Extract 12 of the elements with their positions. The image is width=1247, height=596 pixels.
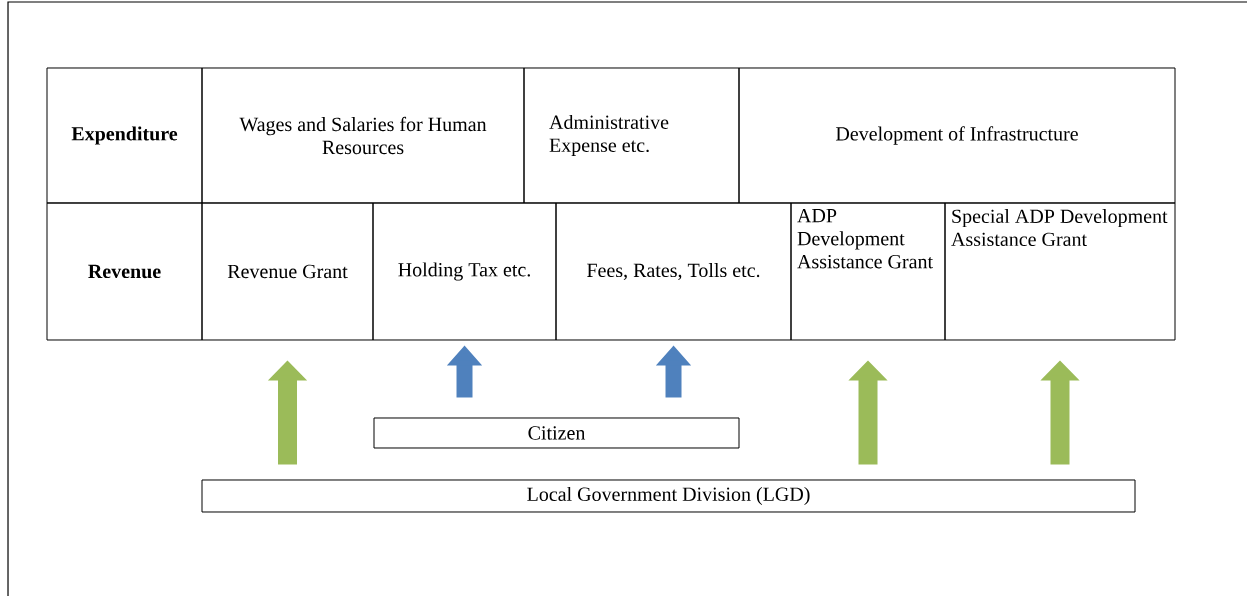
table-cell: ADP Development Assistance Grant bbox=[790, 202, 946, 341]
table-cell: Holding Tax etc. bbox=[372, 202, 557, 341]
table-cell: Administrative Expense etc. bbox=[523, 67, 740, 204]
division-box: Local Government Division (LGD) bbox=[201, 479, 1136, 513]
table-cell: Development of Infrastructure bbox=[738, 67, 1176, 204]
table-cell: Special ADP Development Assistance Grant bbox=[944, 202, 1176, 341]
table-cell: Revenue Grant bbox=[201, 202, 374, 341]
table-cell: Fees, Rates, Tolls etc. bbox=[555, 202, 792, 341]
row-header-cell: Revenue bbox=[46, 202, 203, 341]
citizen-box: Citizen bbox=[373, 417, 740, 449]
row-header-cell: Expenditure bbox=[46, 67, 203, 204]
table-cell: Wages and Salaries for Human Resources bbox=[201, 67, 525, 204]
